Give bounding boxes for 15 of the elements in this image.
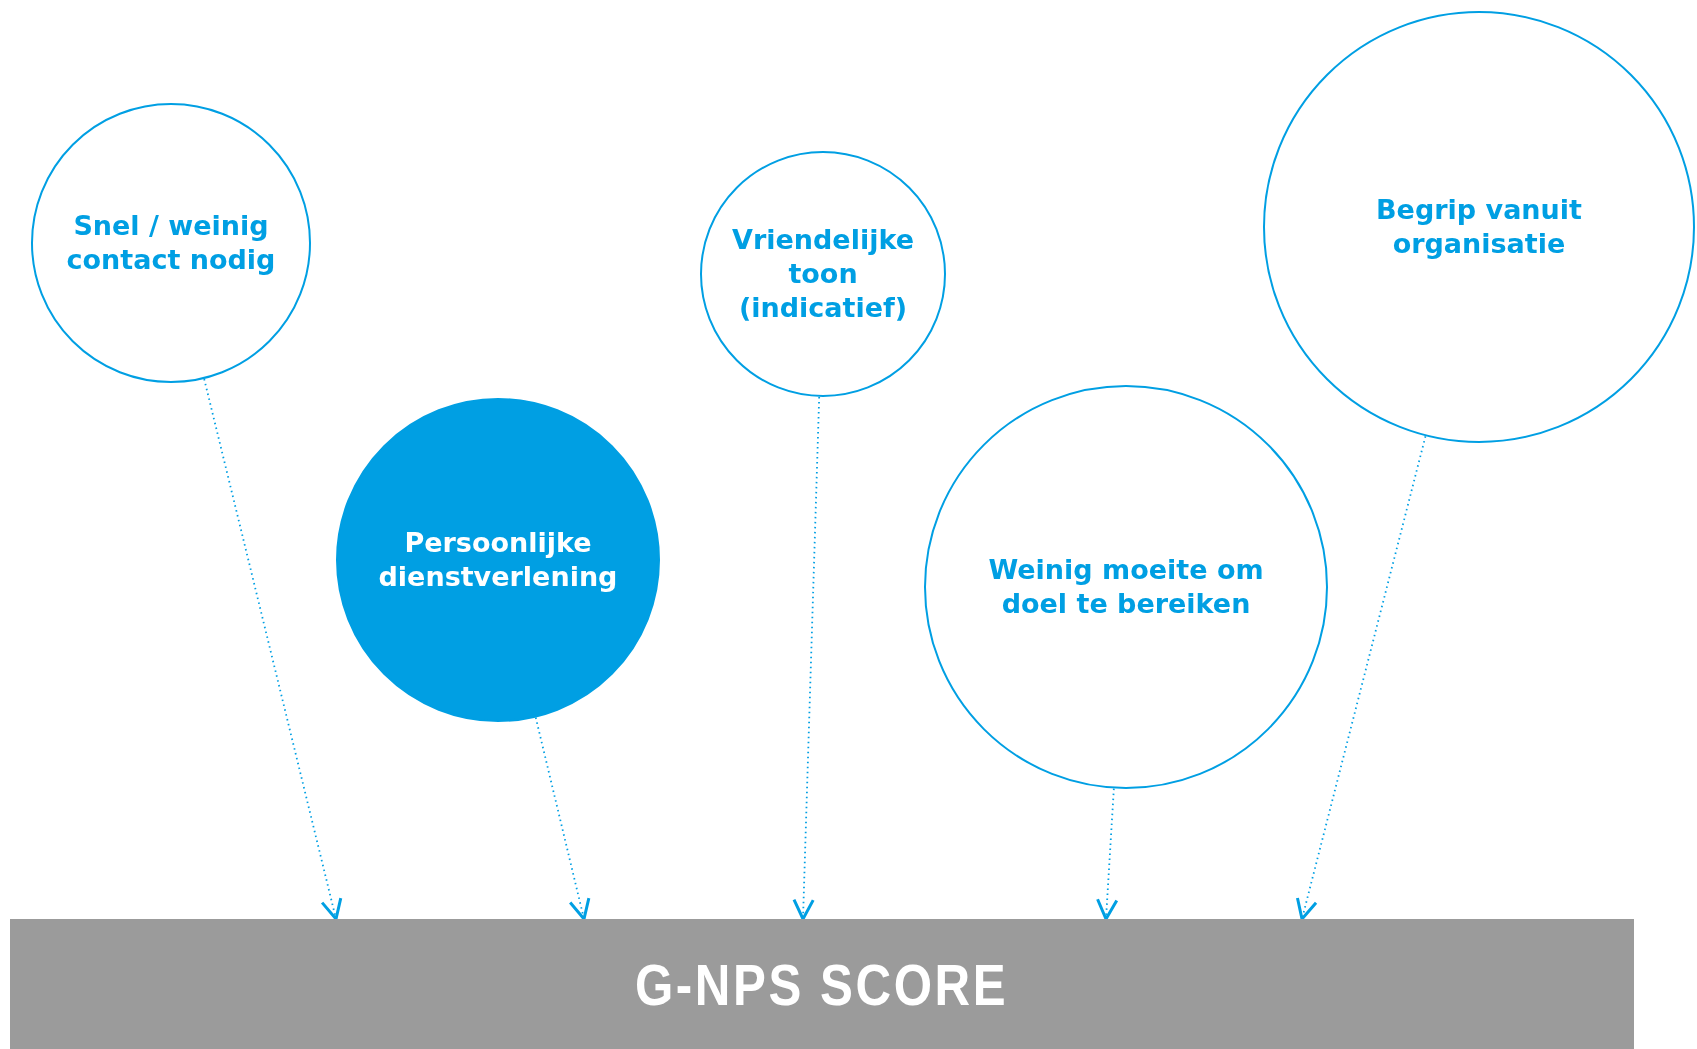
circle-label: Weinig moeite om doel te bereiken: [987, 553, 1265, 621]
dotted-arrow: [534, 716, 591, 921]
circle-label: Vriendelijke toon (indicatief): [731, 223, 915, 325]
circle-label: Persoonlijke dienstverlening: [377, 526, 619, 594]
score-bar: [10, 919, 1634, 1049]
bar-label: G-NPS SCORE: [635, 950, 1009, 1018]
circle-label: Snel / weinig contact nodig: [65, 209, 277, 277]
dotted-arrow: [792, 396, 821, 921]
outlined-circle: [924, 385, 1328, 789]
dotted-arrow: [1096, 787, 1119, 921]
outlined-circle: [31, 103, 311, 383]
circle-label: Begrip vanuit organisatie: [1375, 193, 1583, 261]
outlined-circle: [1263, 11, 1695, 443]
outlined-circle: [700, 151, 946, 397]
dotted-arrow: [1295, 435, 1427, 921]
